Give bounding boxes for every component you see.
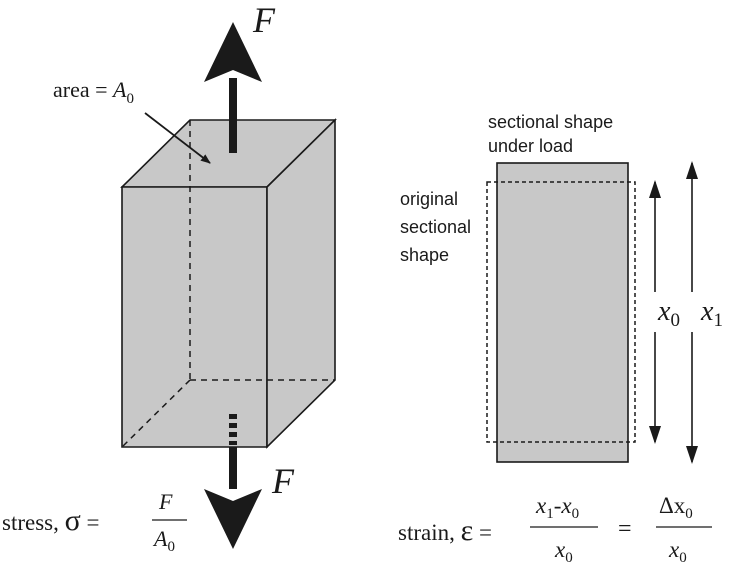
strain-denominator-1: x0	[554, 537, 573, 566]
prism-front-face	[121, 186, 268, 448]
original-label-line3: shape	[400, 245, 449, 265]
stress-denominator: A0	[152, 526, 175, 555]
top-force-arrow	[204, 22, 262, 153]
strain-numerator-1: x1-x0	[535, 493, 579, 522]
strain-numerator-2: Δx0	[659, 493, 693, 522]
stress-formula: stress, σ = F A0	[2, 489, 187, 555]
area-pointer-arrow	[144, 112, 211, 164]
prism	[120, 118, 337, 449]
stress-label: stress, σ =	[2, 504, 100, 537]
original-label-line2: sectional	[400, 217, 471, 237]
under-load-label-line2: under load	[488, 136, 573, 156]
strain-denominator-2: x0	[668, 537, 687, 566]
prism-hidden-edges	[121, 120, 335, 448]
section-original	[486, 181, 636, 443]
section-under-load	[496, 162, 629, 463]
bottom-force-label: F	[271, 461, 295, 501]
bottom-force-arrow	[204, 414, 262, 549]
area-label: area = A0	[53, 77, 134, 107]
strain-mid-equals: =	[618, 516, 632, 542]
sectional-shapes	[486, 162, 636, 463]
original-label-line1: original	[400, 189, 458, 209]
under-load-label-line1: sectional shape	[488, 112, 613, 132]
stress-numerator: F	[158, 489, 173, 514]
strain-label: strain, ε =	[398, 514, 492, 547]
x0-label: x0	[657, 296, 680, 331]
x1-label: x1	[700, 296, 723, 331]
strain-formula: strain, ε = x1-x0 x0 = Δx0 x0	[398, 493, 712, 566]
top-force-label: F	[252, 0, 276, 40]
